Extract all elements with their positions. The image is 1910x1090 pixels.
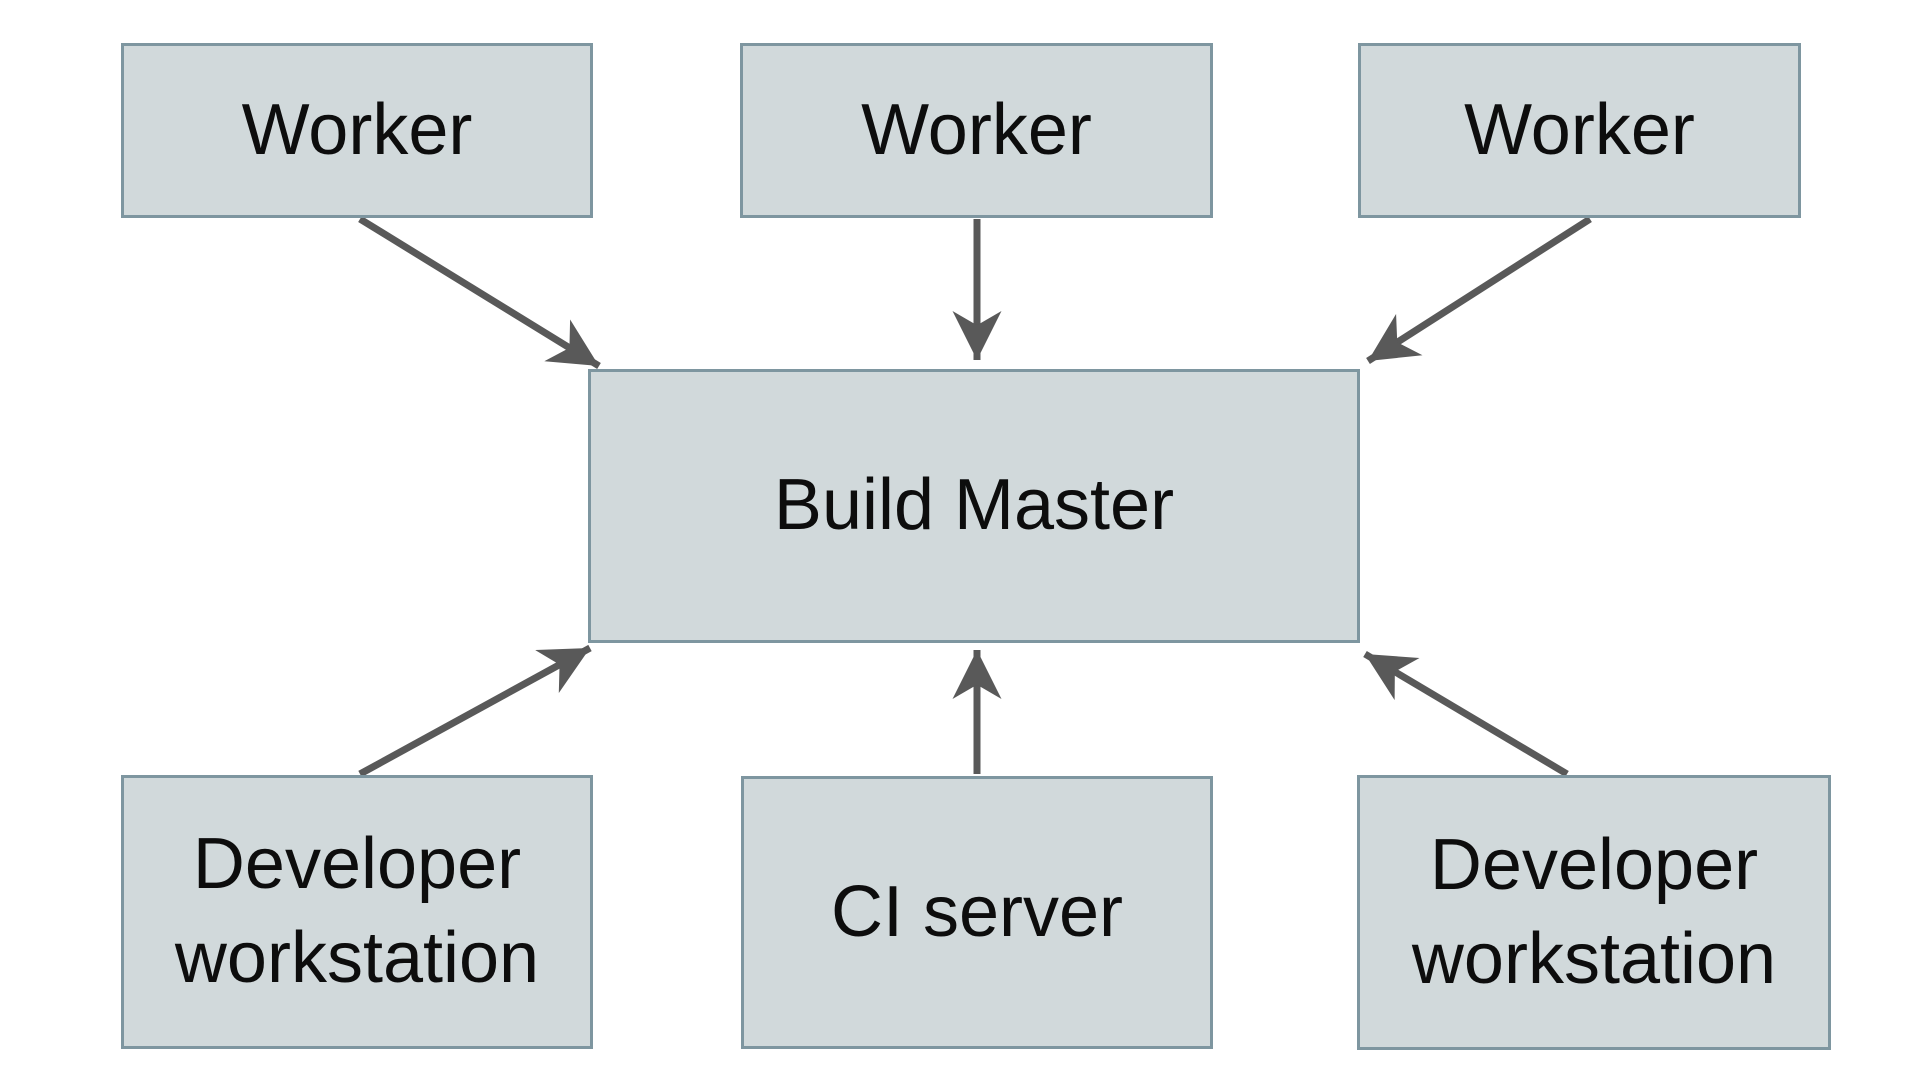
arrow-worker-1-to-build-master [358,216,601,369]
node-ci-server-label: CI server [830,871,1124,952]
node-worker-2: Worker [740,43,1213,218]
node-developer-workstation-right-label: Developer workstation [1411,824,1777,999]
node-worker-1: Worker [121,43,593,218]
node-developer-workstation-left: Developer workstation [121,775,593,1049]
node-developer-workstation-right: Developer workstation [1357,775,1831,1050]
node-build-master: Build Master [588,369,1360,643]
arrow-developer-workstation-left-to-build-master [358,644,592,778]
arrow-developer-workstation-right-to-build-master [1363,650,1569,778]
node-ci-server: CI server [741,776,1213,1049]
node-developer-workstation-left-label: Developer workstation [174,824,540,998]
node-worker-3: Worker [1358,43,1801,218]
node-worker-2-label: Worker [861,89,1092,170]
node-worker-3-label: Worker [1464,89,1695,170]
node-build-master-label: Build Master [773,465,1175,546]
arrow-worker-3-to-build-master [1366,216,1592,364]
node-worker-1-label: Worker [241,89,473,170]
